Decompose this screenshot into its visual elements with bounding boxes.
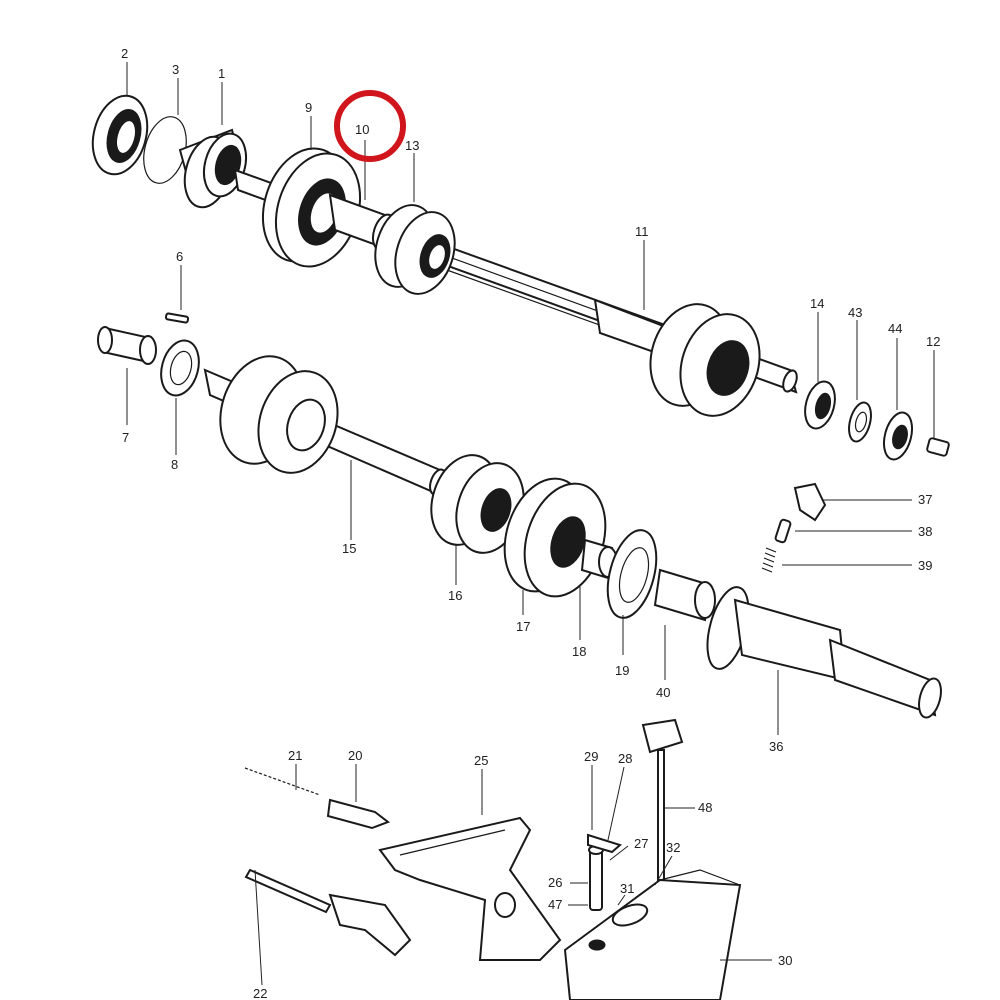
- label-part-10: 10: [355, 122, 369, 137]
- label-part-40: 40: [656, 685, 670, 700]
- label-part-16: 16: [448, 588, 462, 603]
- part-39-spring: [761, 547, 777, 573]
- part-26-pin: [588, 845, 604, 911]
- part-14-bearing: [804, 380, 836, 430]
- label-part-17: 17: [516, 619, 530, 634]
- part-number-labels: 2 3 1 9 10 13 11 6 14 43 44 12 7 8 15 16…: [121, 46, 940, 1000]
- label-part-20: 20: [348, 748, 362, 763]
- label-part-32: 32: [666, 840, 680, 855]
- part-22-selector-rod: [244, 868, 412, 957]
- label-part-9: 9: [305, 100, 312, 115]
- label-part-8: 8: [171, 457, 178, 472]
- label-part-13: 13: [405, 138, 419, 153]
- label-part-25: 25: [474, 753, 488, 768]
- part-30-gearbox-case: [563, 869, 742, 1000]
- part-1-bearing: [178, 128, 248, 209]
- part-8-thrust-washer: [160, 339, 200, 397]
- part-28-lever: [587, 833, 623, 854]
- part-21-spring: [244, 767, 321, 796]
- part-44-nut: [882, 411, 914, 461]
- label-part-39: 39: [918, 558, 932, 573]
- label-part-14: 14: [810, 296, 824, 311]
- label-part-48: 48: [698, 800, 712, 815]
- label-part-7: 7: [122, 430, 129, 445]
- label-part-12: 12: [926, 334, 940, 349]
- highlight-circle-part-10: [334, 90, 406, 162]
- part-17-gear: [503, 477, 607, 598]
- part-38-plunger: [774, 518, 792, 544]
- part-15-layshaft: [203, 355, 447, 497]
- label-part-43: 43: [848, 305, 862, 320]
- part-6-key: [164, 312, 190, 324]
- part-37-bracket: [793, 482, 827, 522]
- leader-lines: [126, 62, 935, 986]
- part-16-gear: [430, 454, 525, 554]
- part-19-thrust-washer: [606, 529, 658, 619]
- label-part-38: 38: [918, 524, 932, 539]
- part-48-dipstick: [641, 718, 684, 881]
- part-13-gear: [374, 204, 456, 295]
- part-7-bush: [97, 326, 157, 365]
- label-part-28: 28: [618, 751, 632, 766]
- label-part-3: 3: [172, 62, 179, 77]
- label-part-31: 31: [620, 881, 634, 896]
- label-part-1: 1: [218, 66, 225, 81]
- label-part-6: 6: [176, 249, 183, 264]
- part-20-plunger: [326, 798, 391, 830]
- part-2-oil-seal: [91, 94, 149, 176]
- part-25-selector-plate: [378, 816, 562, 961]
- label-part-27: 27: [634, 836, 648, 851]
- label-part-47: 47: [548, 897, 562, 912]
- label-part-15: 15: [342, 541, 356, 556]
- part-11-gear-cluster: [649, 303, 761, 417]
- label-part-29: 29: [584, 749, 598, 764]
- part-40-bush: [653, 568, 716, 622]
- label-part-26: 26: [548, 875, 562, 890]
- label-part-19: 19: [615, 663, 629, 678]
- label-part-36: 36: [769, 739, 783, 754]
- label-part-11: 11: [635, 224, 649, 239]
- part-36-output-shaft: [706, 586, 942, 719]
- label-part-30: 30: [778, 953, 792, 968]
- label-part-22: 22: [253, 986, 267, 1000]
- label-part-18: 18: [572, 644, 586, 659]
- label-part-37: 37: [918, 492, 932, 507]
- part-43-tab-washer: [848, 401, 872, 443]
- part-12-roller: [926, 437, 950, 457]
- label-part-2: 2: [121, 46, 128, 61]
- label-part-44: 44: [888, 321, 902, 336]
- part-9-gear: [261, 147, 362, 268]
- label-part-21: 21: [288, 748, 302, 763]
